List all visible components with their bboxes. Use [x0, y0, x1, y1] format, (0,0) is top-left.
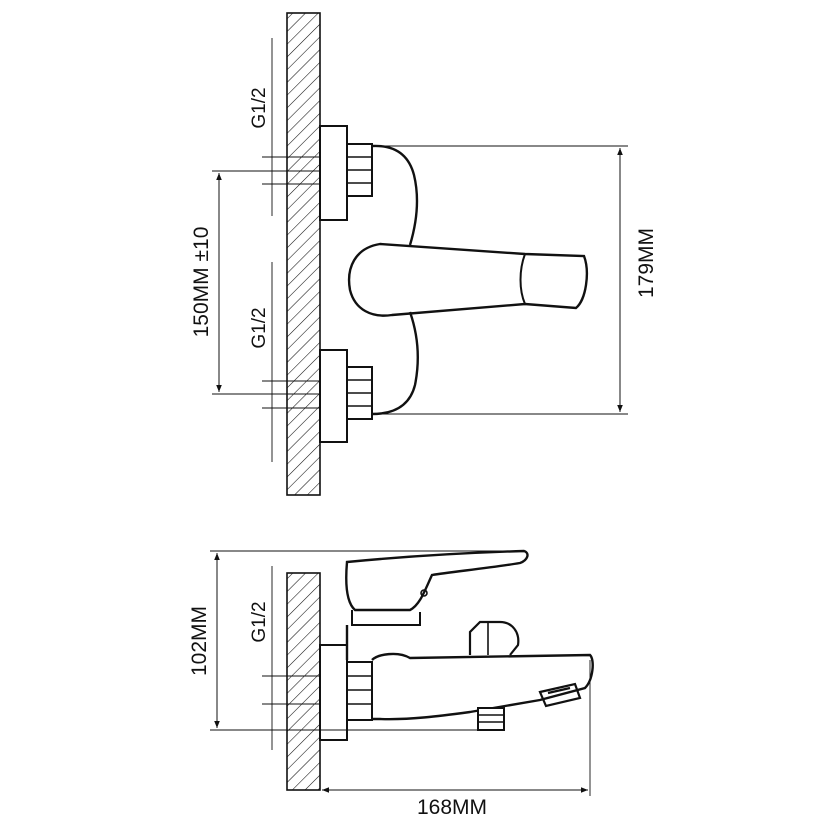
spacing-label: 150MM ±10 [190, 227, 213, 338]
spout-aerator [538, 682, 582, 708]
lower-connector [319, 349, 373, 443]
front-view: G1/2 G1/2 150MM ±10 179MM [190, 12, 658, 496]
lever-handle-front [347, 242, 588, 317]
lever-handle-side [345, 549, 529, 612]
thread-label-upper: G1/2 [249, 87, 270, 128]
diverter-knob [468, 620, 520, 656]
thread-label-lower: G1/2 [249, 307, 270, 348]
side-view: G1/2 102MM 168MM [188, 549, 594, 819]
height-label-102: 102MM [188, 606, 211, 676]
front-view-wall [286, 12, 321, 496]
upper-connector [319, 125, 373, 221]
thread-label-side: G1/2 [249, 601, 270, 642]
side-view-wall [286, 572, 321, 791]
height-label-179: 179MM [635, 228, 658, 298]
hose-outlet [477, 707, 505, 731]
side-view-flange [319, 644, 348, 741]
faucet-body-front [371, 144, 419, 416]
faucet-body-side [345, 625, 594, 721]
depth-label-168: 168MM [417, 796, 487, 819]
